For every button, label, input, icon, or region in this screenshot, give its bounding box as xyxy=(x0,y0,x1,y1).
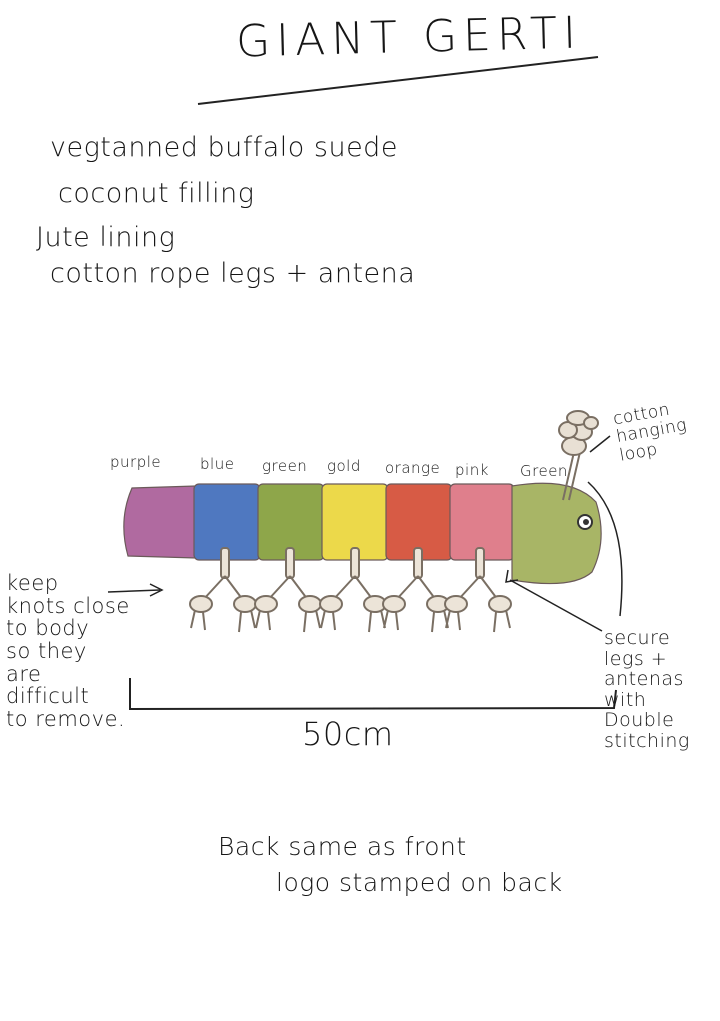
title-underline xyxy=(197,56,599,105)
logo-note: logo stamped on back xyxy=(276,868,563,897)
hanging-loop-rope-icon xyxy=(558,410,599,501)
pupil-icon xyxy=(583,519,589,525)
head-curve xyxy=(587,481,623,617)
measurement-bracket xyxy=(129,678,617,711)
loop-arrow xyxy=(589,435,611,453)
segment-label-purple: purple xyxy=(110,453,162,471)
rope-legs xyxy=(189,547,512,633)
rope-leg-icon xyxy=(319,547,387,633)
segment-label-gold: gold xyxy=(327,457,361,475)
material-filling: coconut filling xyxy=(58,178,255,209)
segment-label-green: green xyxy=(262,457,308,475)
segment-label-pink: pink xyxy=(455,461,489,479)
back-note: Back same as front xyxy=(218,832,467,861)
material-lining: Jute lining xyxy=(36,222,176,253)
rope-leg-icon xyxy=(382,547,450,633)
knots-arrow xyxy=(107,589,161,593)
stitching-note: secure legs + antenas with Double stitch… xyxy=(604,627,690,752)
body-segment-purple xyxy=(123,485,197,559)
stitching-arrow xyxy=(509,579,603,632)
stitching-arrowhead xyxy=(505,569,519,583)
body-segment-green xyxy=(511,482,602,585)
rope-leg-icon xyxy=(444,547,512,633)
body-segments xyxy=(123,482,602,585)
material-rope: cotton rope legs + antena xyxy=(50,258,416,289)
rope-leg-icon xyxy=(254,547,322,633)
segment-label-orange: orange xyxy=(385,459,441,477)
rope-leg-icon xyxy=(189,547,257,633)
knots-arrowhead xyxy=(149,583,164,597)
knots-note: keep knots close to body so they are dif… xyxy=(6,571,130,732)
segment-label-head-green: Green xyxy=(520,462,568,480)
material-suede: vegtanned buffalo suede xyxy=(50,132,398,163)
length-measurement: 50cm xyxy=(302,715,394,753)
segment-label-blue: blue xyxy=(200,455,235,473)
